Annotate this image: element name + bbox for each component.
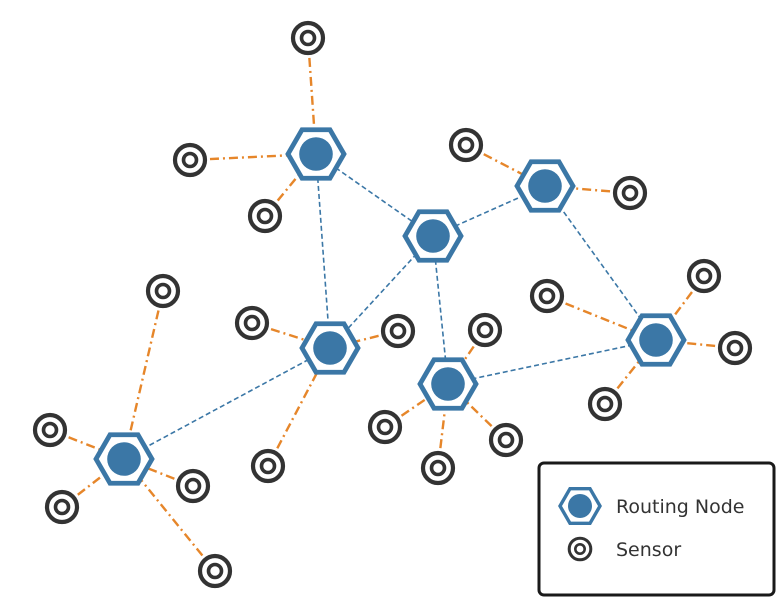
sensor-link	[144, 465, 175, 480]
sensor-link	[400, 395, 431, 417]
sensor-node	[175, 468, 211, 504]
sensor-node	[197, 553, 233, 589]
sensor-icon-shape	[567, 536, 593, 562]
sensor-node	[380, 313, 416, 349]
routing-node	[402, 209, 464, 263]
legend-sensor-label: Sensor	[616, 539, 681, 561]
legend-routing-label: Routing Node	[616, 496, 744, 518]
sensor-link	[308, 57, 316, 133]
routing-nodes	[93, 127, 687, 486]
sensor-link	[439, 405, 447, 449]
backbone-link	[123, 347, 331, 460]
sensor-link	[209, 153, 295, 161]
sensor-link	[127, 310, 160, 438]
sensor-node	[247, 198, 283, 234]
sensor-node	[612, 175, 648, 211]
routing-node	[514, 159, 576, 213]
sensor-link	[68, 436, 104, 453]
sensor-node	[467, 312, 503, 348]
sensor-link	[270, 327, 310, 343]
sensor-node	[44, 489, 80, 525]
routing-node	[417, 357, 479, 411]
routing-node	[285, 127, 347, 181]
sensor-node	[172, 142, 208, 178]
sensor-node	[290, 20, 326, 56]
sensor-node	[529, 278, 565, 314]
sensor-node	[250, 448, 286, 484]
routing-node-icon-shape	[558, 487, 602, 525]
sensor-node	[32, 412, 68, 448]
sensor-node	[420, 450, 456, 486]
sensor-node	[717, 330, 753, 366]
backbone-link	[315, 153, 331, 349]
sensor-nodes	[32, 20, 753, 589]
sensor-node	[367, 409, 403, 445]
sensor-icon	[567, 536, 593, 562]
sensor-node	[448, 127, 484, 163]
legend: Routing Node Sensor	[537, 461, 776, 597]
sensor-link	[566, 186, 611, 193]
sensor-node	[488, 422, 524, 458]
routing-node	[299, 321, 361, 375]
sensor-link	[462, 398, 493, 427]
sensor-node	[587, 386, 623, 422]
sensor-link	[276, 170, 303, 202]
routing-node	[625, 313, 687, 367]
sensor-link	[276, 366, 321, 449]
legend-box	[537, 461, 776, 597]
sensor-link	[677, 341, 716, 348]
routing-node-icon	[558, 487, 602, 525]
sensor-link	[77, 471, 108, 496]
backbone-link	[447, 339, 657, 385]
sensor-node	[234, 305, 270, 341]
sensor-node	[686, 258, 722, 294]
sensor-node	[145, 273, 181, 309]
sensor-link	[616, 356, 644, 390]
sensor-link	[136, 475, 204, 557]
sensor-link	[565, 302, 637, 333]
routing-node	[93, 432, 155, 486]
sensor-link	[668, 291, 693, 324]
sensor-link	[483, 153, 527, 177]
